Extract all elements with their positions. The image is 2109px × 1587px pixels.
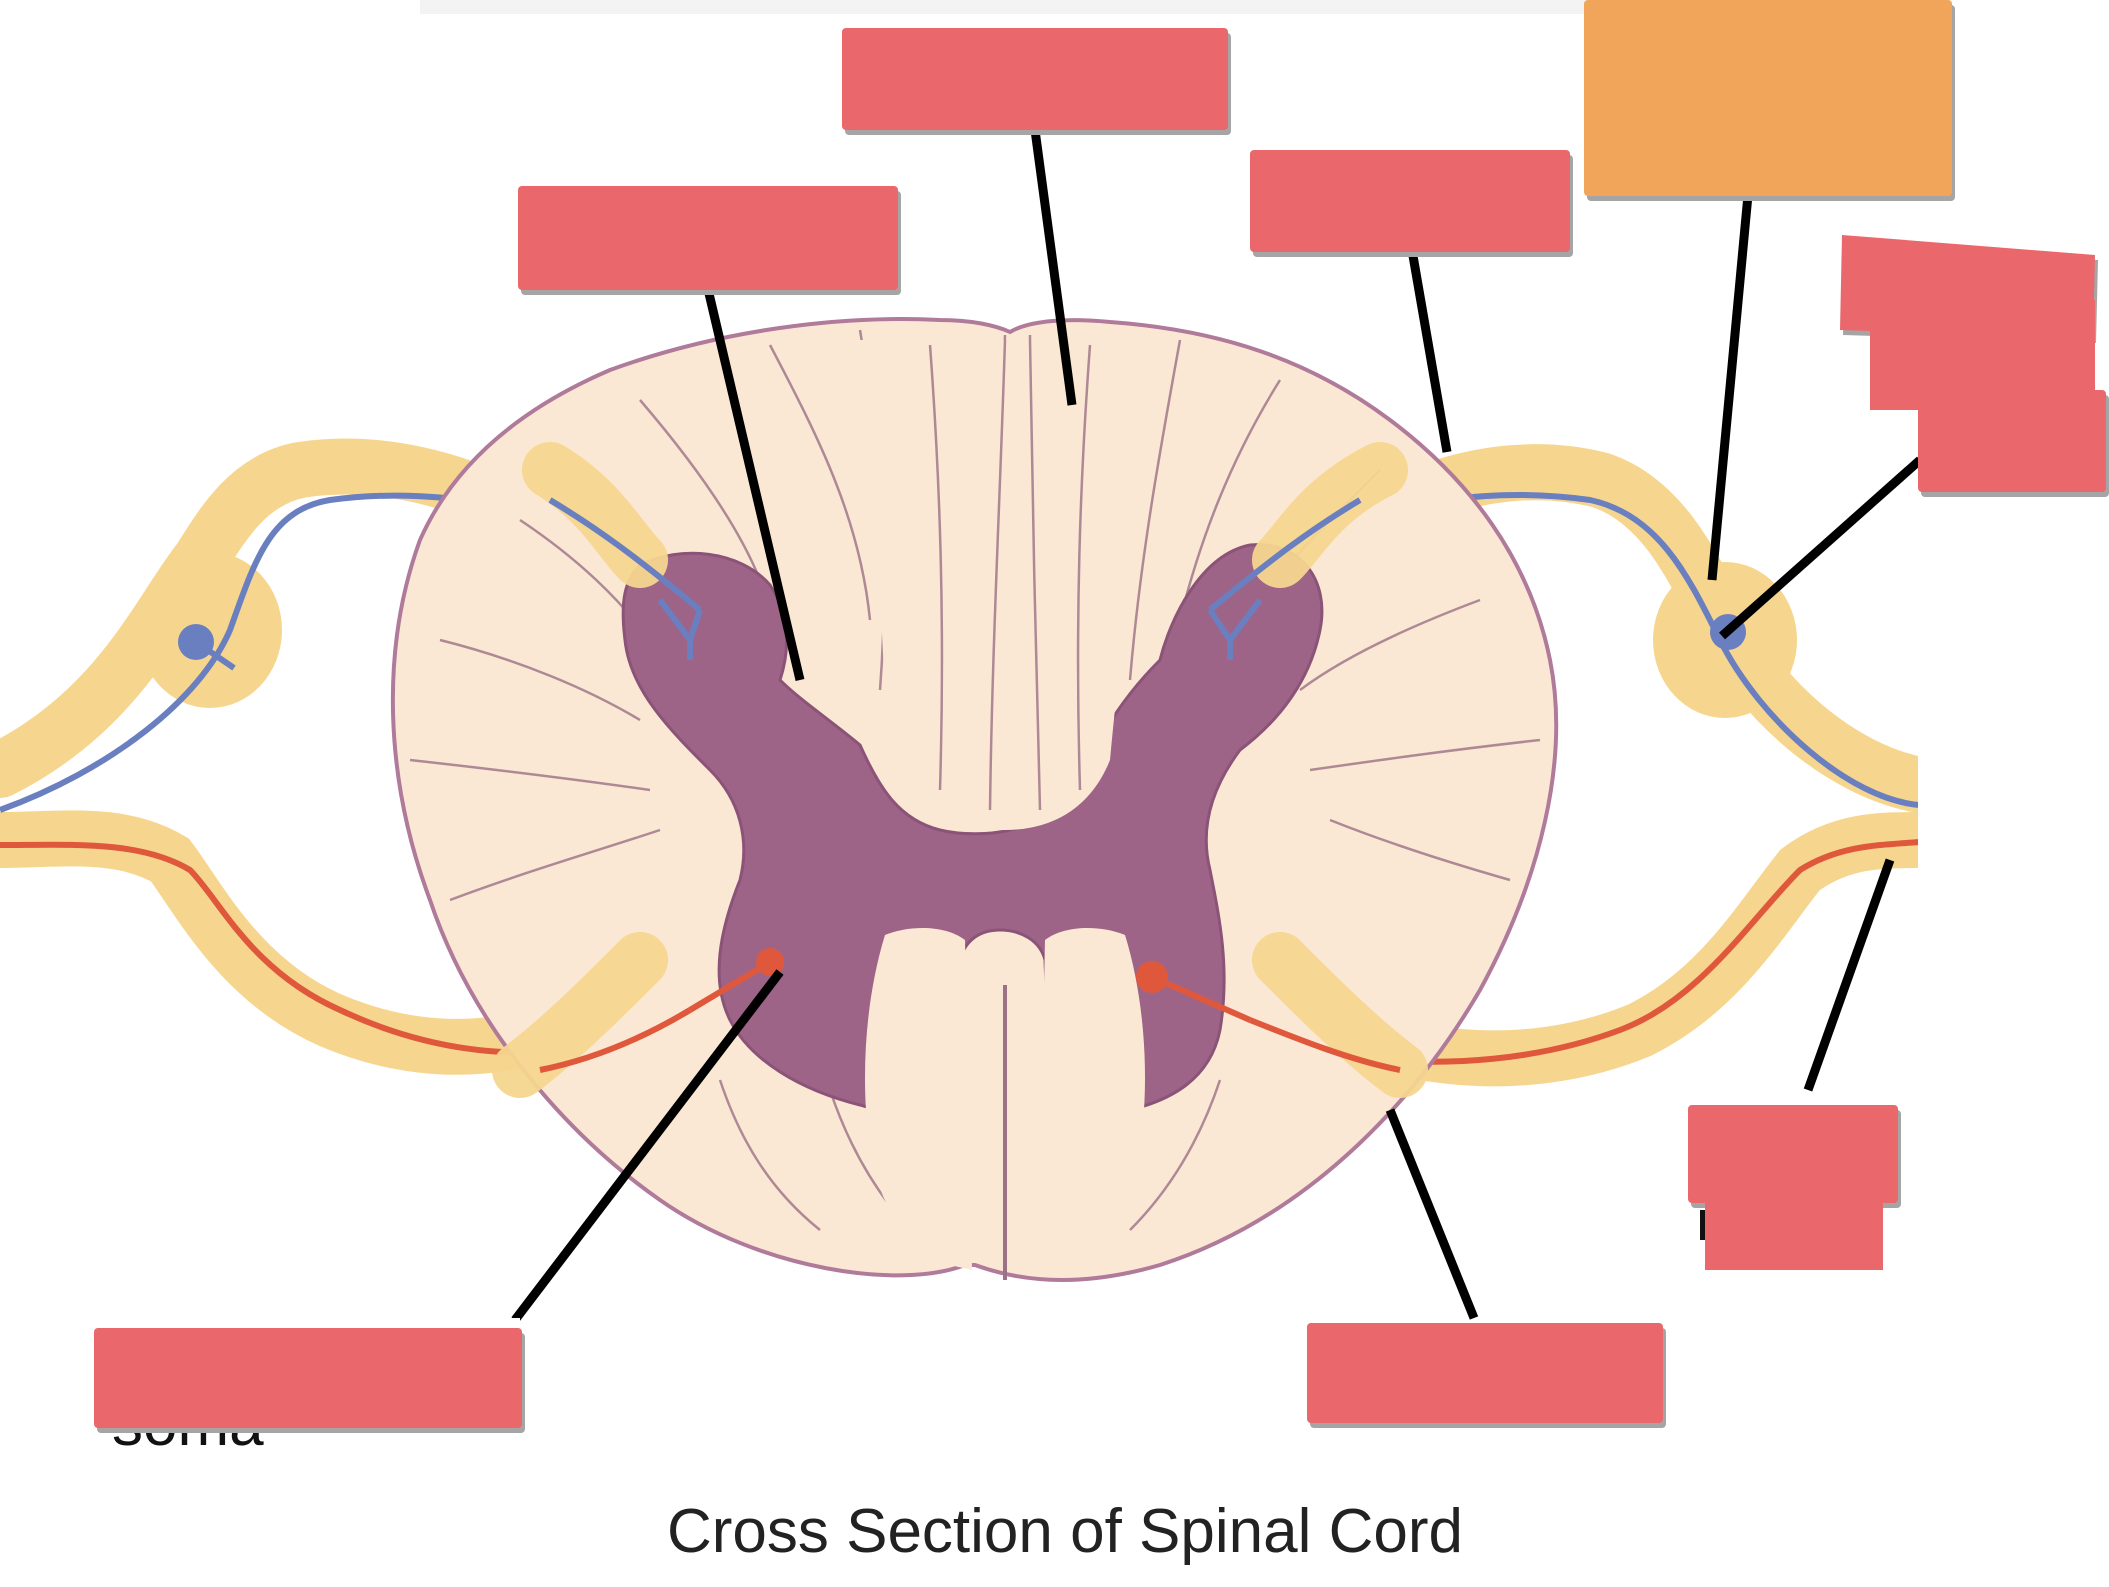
diagram-caption: Cross Section of Spinal Cord bbox=[667, 1497, 1463, 1566]
leader-line-1 bbox=[702, 283, 805, 682]
label-box-7[interactable] bbox=[1688, 1105, 1901, 1270]
left-sensory-terminal bbox=[657, 598, 703, 660]
left-dorsal-root-ganglion bbox=[138, 552, 282, 708]
leader-lines bbox=[511, 129, 1923, 1323]
leader-line-8 bbox=[511, 969, 784, 1323]
leader-line-7 bbox=[1385, 1108, 1479, 1320]
label-box-2[interactable] bbox=[842, 28, 1231, 135]
root-entry-overlays bbox=[492, 442, 1428, 1098]
label-box-6[interactable] bbox=[1918, 390, 2109, 497]
dorsal-column bbox=[860, 340, 1160, 830]
label-box-1[interactable] bbox=[518, 186, 901, 295]
label-box-8[interactable] bbox=[1307, 1323, 1666, 1428]
leader-line-3 bbox=[1407, 249, 1452, 453]
leader-line-5 bbox=[1719, 456, 1923, 640]
label-box-9[interactable] bbox=[94, 1328, 525, 1433]
nerve-cut-edge bbox=[1918, 730, 1958, 880]
label-boxes bbox=[94, 0, 2109, 1433]
label-box-5[interactable] bbox=[1840, 235, 2098, 410]
leader-line-4 bbox=[1707, 194, 1753, 581]
label-box-3[interactable] bbox=[1250, 150, 1573, 257]
top-shadow bbox=[420, 0, 1620, 14]
label-box-4-highlighted[interactable] bbox=[1584, 0, 1955, 201]
leader-line-2 bbox=[1030, 129, 1077, 406]
ventral-median-fissure bbox=[865, 928, 1145, 1270]
right-sensory-terminal bbox=[1207, 598, 1263, 660]
leader-line-6 bbox=[1803, 858, 1895, 1092]
